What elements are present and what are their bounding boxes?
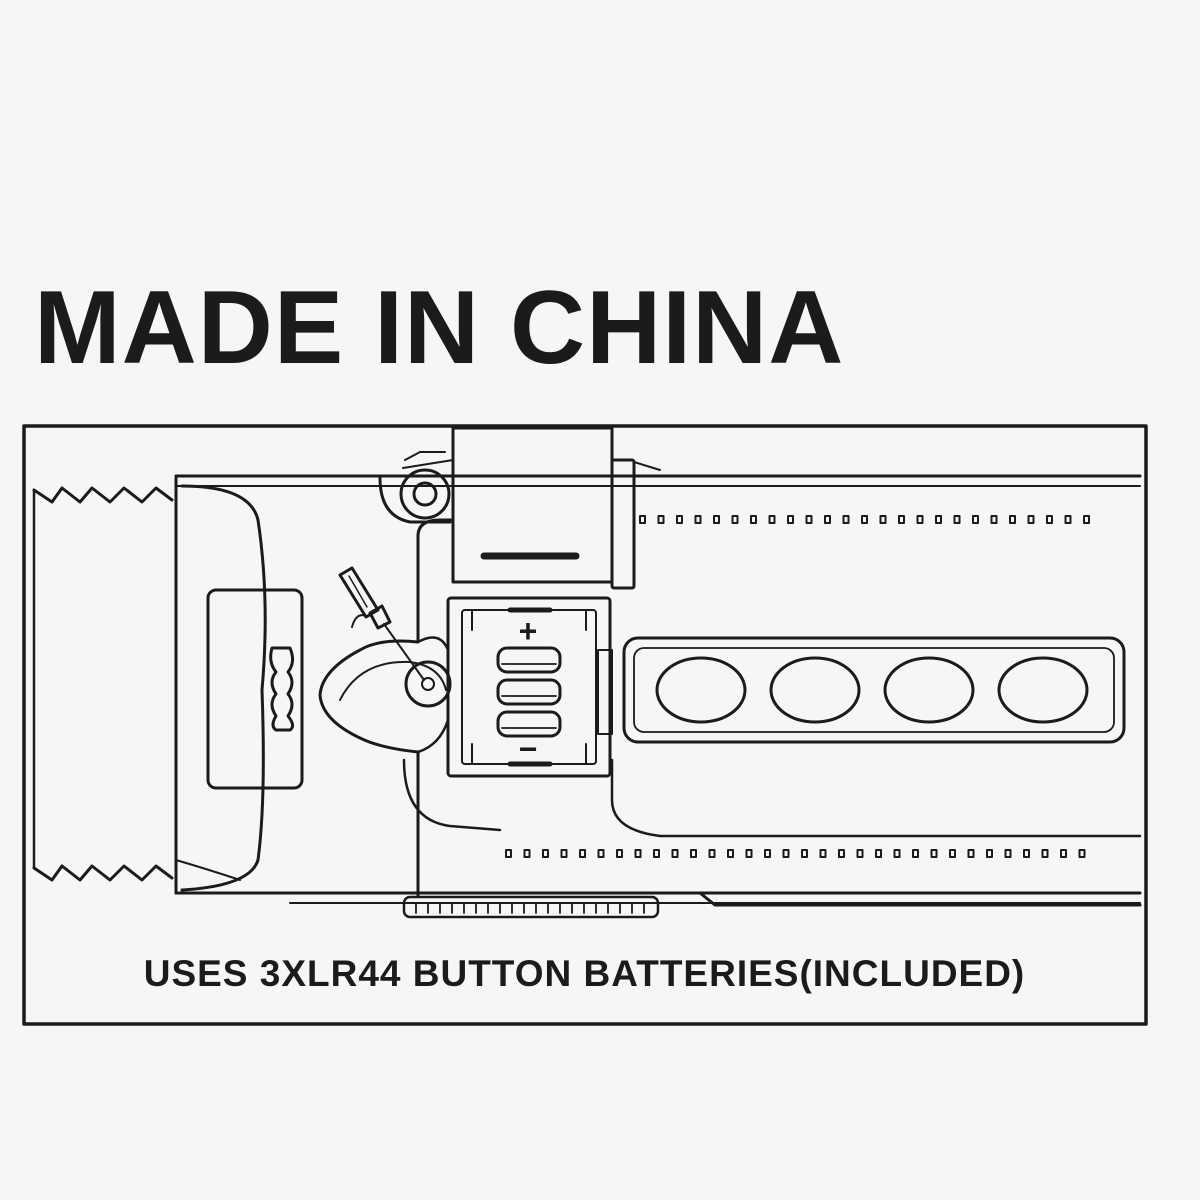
stitch [634,849,642,858]
light-panel [622,636,1126,744]
stitch [912,849,919,858]
stitch [1078,849,1086,858]
stitch [875,849,882,858]
stitch [949,849,956,858]
light-circles [655,656,1089,724]
stitch [879,515,887,524]
stitch-row-bottom [505,849,1086,858]
stitch [597,849,605,858]
battery-compartment: + − [446,596,613,778]
battery-plus-symbol: + [519,613,538,649]
swing-plate [318,518,455,897]
light-circle [769,656,861,724]
stitch-row-top [639,515,1090,524]
stitch [990,515,998,524]
hinge-inner [412,481,438,507]
battery-minus-symbol: − [519,731,538,767]
battery-stack [496,646,562,738]
stitch [1083,515,1090,524]
stitch [1060,849,1067,858]
stitch [986,849,993,858]
stitch [676,515,683,524]
stitch [819,849,827,858]
stitch [805,515,813,524]
stitch [801,849,808,858]
stitch [542,849,549,858]
stitch [764,849,771,858]
stitch [893,849,901,858]
stitch [967,849,975,858]
stitch [935,515,942,524]
stitch [1064,515,1072,524]
light-circle [997,656,1089,724]
stitch [523,849,531,858]
stitch [1009,515,1016,524]
stitch [639,515,646,524]
stitch [694,515,702,524]
stitch [838,849,845,858]
stitch [616,849,623,858]
stitch [745,849,753,858]
light-circle [883,656,975,724]
stitch [1004,849,1012,858]
slot-chain [269,646,295,732]
stitch [1041,849,1049,858]
end-cap-slot [206,588,304,790]
stitch [560,849,568,858]
stitch [690,849,697,858]
zigzag-bottom [32,864,174,882]
stitch [1046,515,1053,524]
stitch [898,515,905,524]
made-in-china-heading: MADE IN CHINA [34,270,845,386]
stitch [750,515,757,524]
stitch [856,849,864,858]
screwdriver-icon [338,566,425,681]
stitch [657,515,665,524]
stitch [1027,515,1035,524]
diagram-frame [22,424,1148,1026]
stitch [727,849,734,858]
stitch [916,515,924,524]
stitch [972,515,979,524]
stitch [782,849,790,858]
stitch [713,515,720,524]
stitch [653,849,660,858]
stitch [768,515,776,524]
stitch [787,515,794,524]
stitch [731,515,739,524]
device-body [174,476,1142,907]
stitch [842,515,850,524]
stitch [505,849,512,858]
screw [404,660,452,708]
zigzag-top [32,486,174,504]
stitch [579,849,586,858]
stitch [671,849,679,858]
stitch [930,849,938,858]
battery-caption: USES 3XLR44 BUTTON BATTERIES(INCLUDED) [143,953,1026,994]
stitch [953,515,961,524]
light-circle [655,656,747,724]
stitch [824,515,831,524]
stitch [708,849,716,858]
hinge-outer [399,468,451,520]
stitch [861,515,868,524]
stitch [1023,849,1030,858]
top-strip [174,474,1142,487]
end-cap [180,484,267,892]
bottom-buckle [402,895,660,919]
